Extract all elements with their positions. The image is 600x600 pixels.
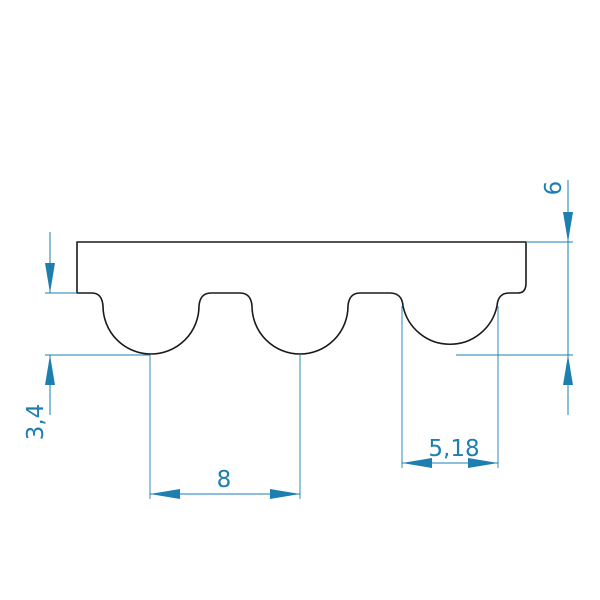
belt-profile-outline: [76, 241, 527, 355]
arrow-pitch-right: [270, 489, 300, 499]
arrow-pitch-left: [150, 489, 180, 499]
arrow-tooth-width-right: [468, 458, 498, 468]
tooth-height-label: 3,4: [23, 404, 49, 441]
pitch-label: 8: [217, 467, 232, 493]
dimension-lines: [49, 180, 569, 495]
arrow-total-height-lower: [563, 355, 573, 385]
tooth-width-label: 5,18: [428, 436, 479, 462]
dimension-arrows: [45, 212, 573, 499]
arrow-tooth-height-upper: [45, 263, 55, 293]
arrow-tooth-width-left: [402, 458, 432, 468]
arrow-tooth-height-lower: [45, 355, 55, 385]
total-height-label: 6: [541, 181, 567, 196]
extension-lines: [45, 241, 573, 499]
arrow-total-height-upper: [563, 212, 573, 242]
